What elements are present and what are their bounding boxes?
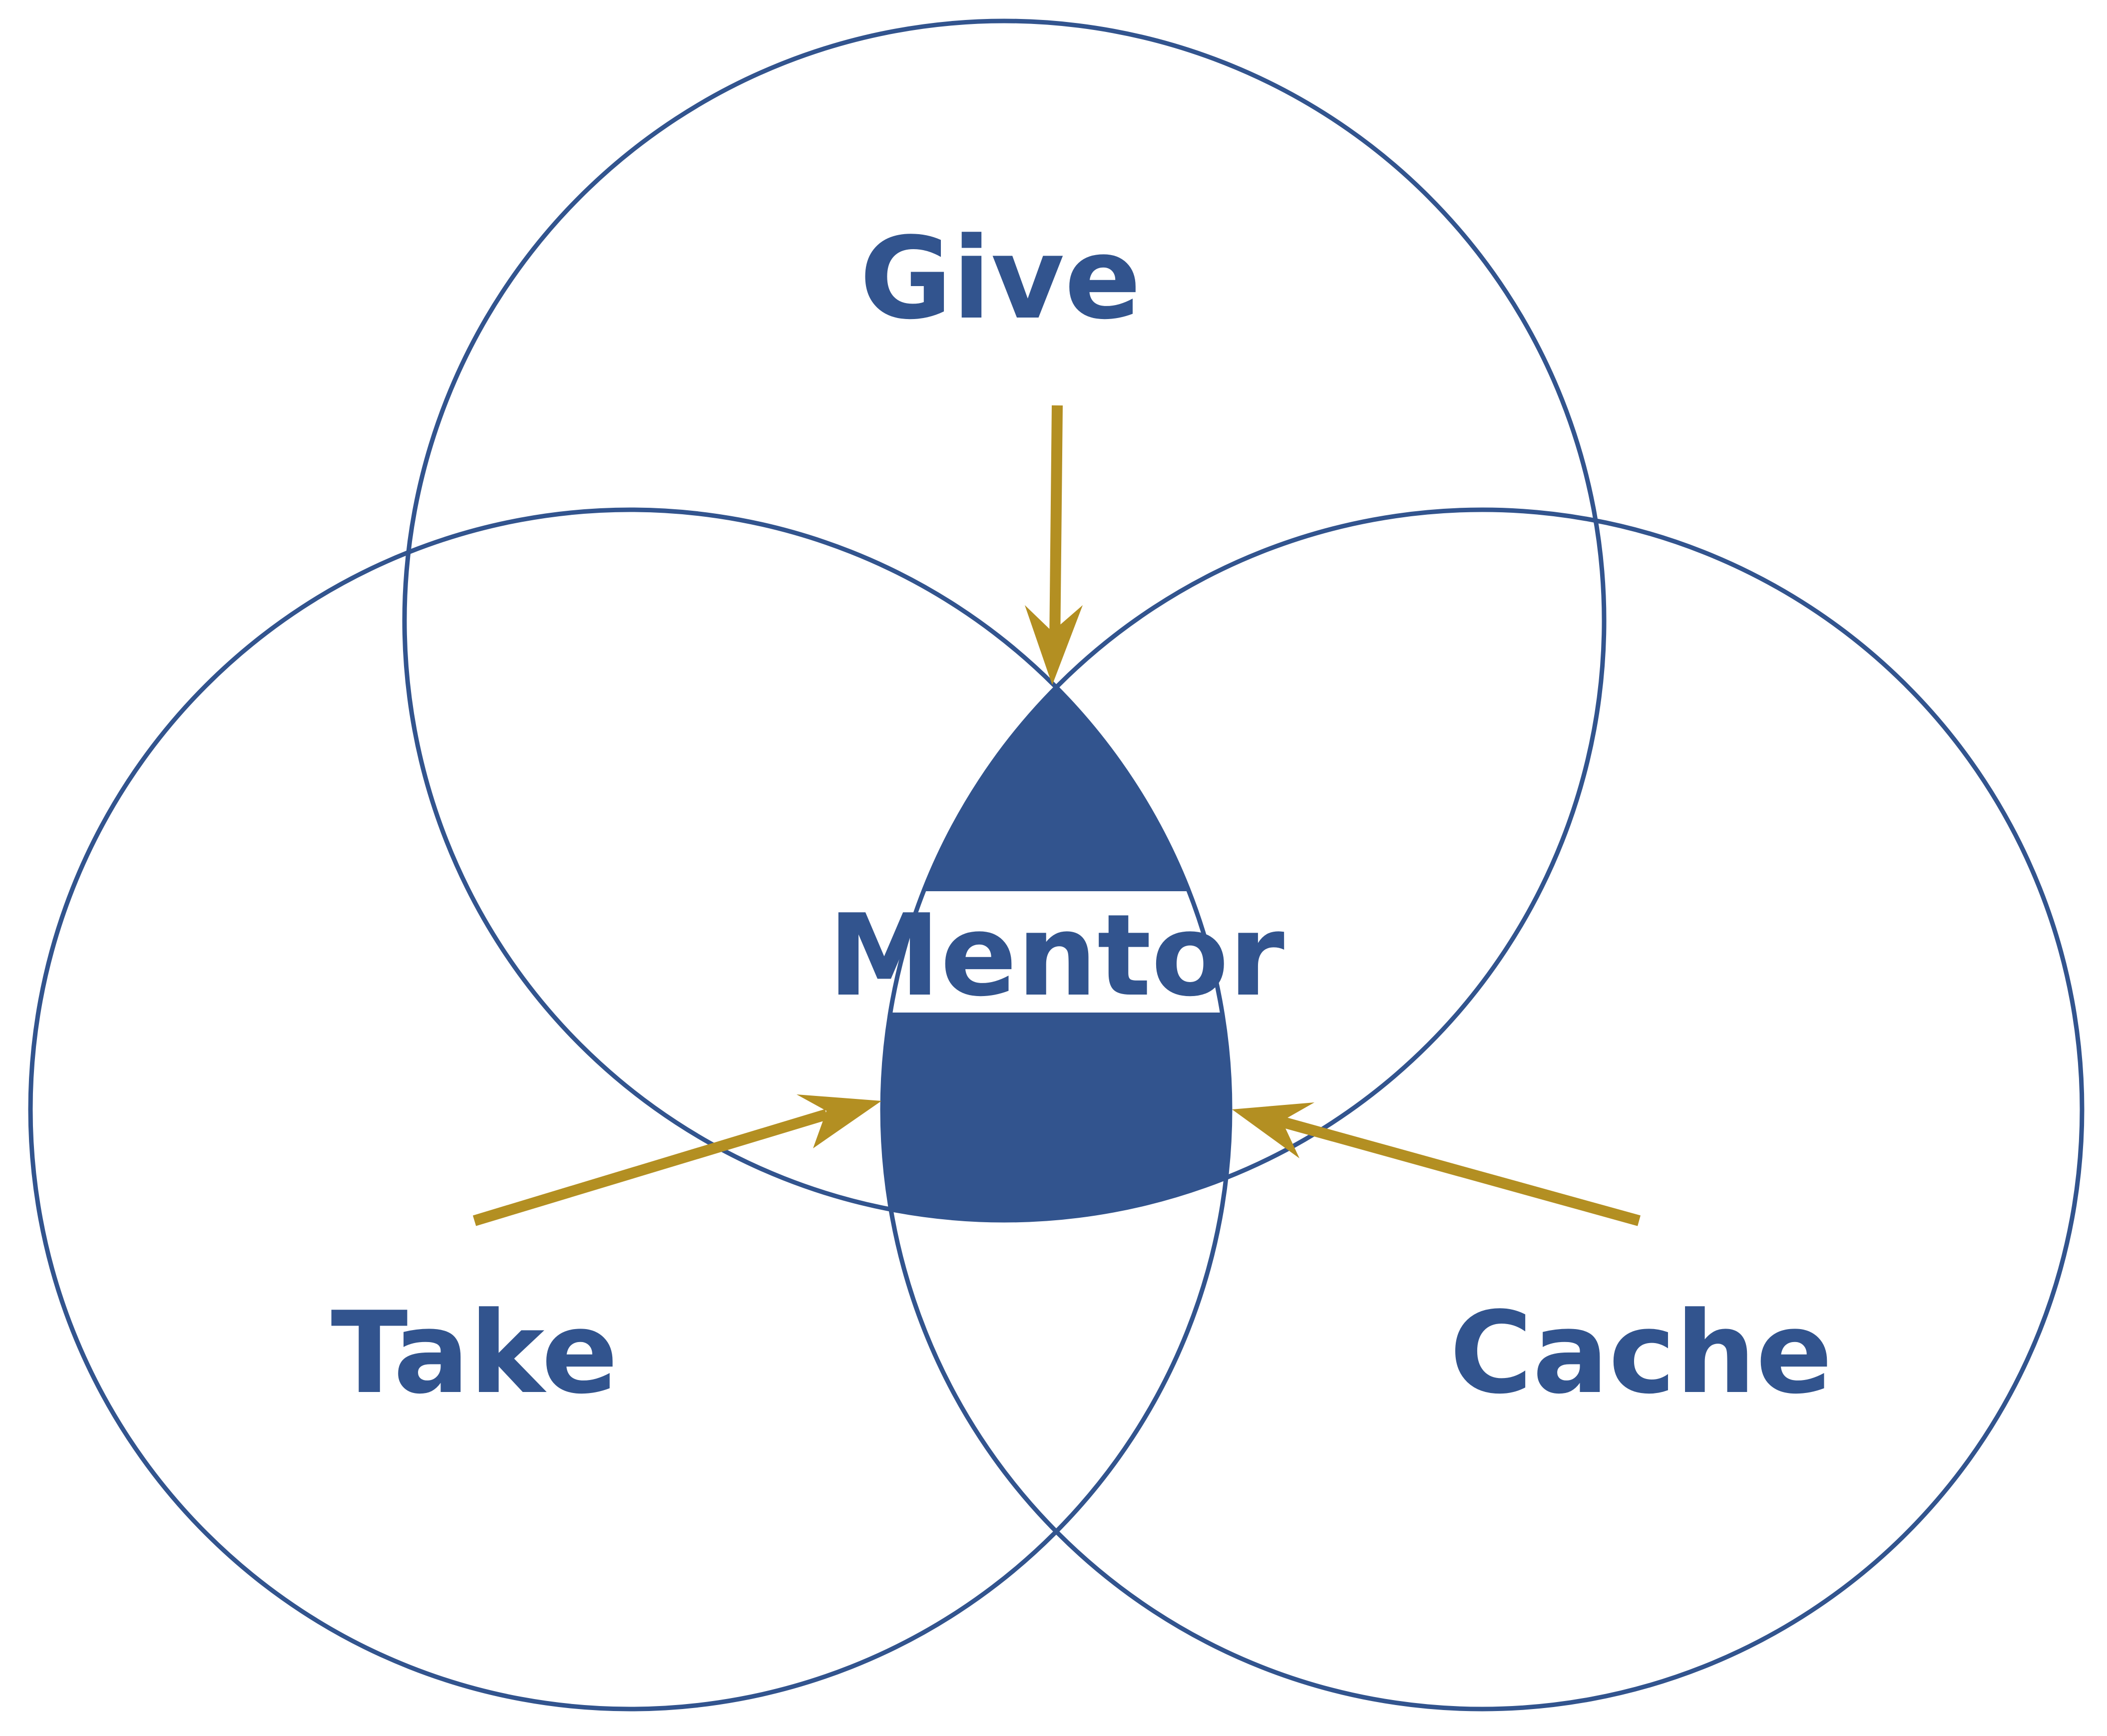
- cache-arrow: [1232, 1102, 1641, 1226]
- cache-circle: [880, 507, 2085, 1712]
- cache-label: Cache: [1450, 1288, 1833, 1419]
- take-label: Take: [331, 1288, 618, 1419]
- mentor-label: Mentor: [828, 890, 1284, 1022]
- give-circle: [402, 18, 1607, 1223]
- give-arrow: [1025, 405, 1083, 685]
- take-circle: [28, 507, 1233, 1712]
- take-arrow: [472, 1094, 881, 1226]
- give-label: Give: [859, 213, 1141, 345]
